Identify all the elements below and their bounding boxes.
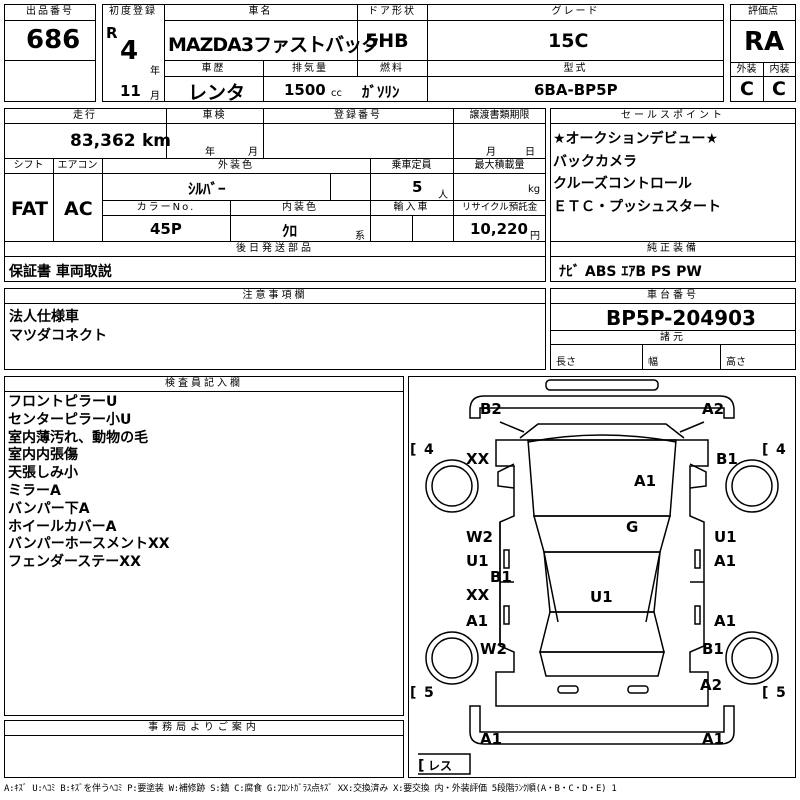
mark-bumper-l: A1 <box>480 730 502 748</box>
chassis-number: BP5P-204903 <box>606 306 756 330</box>
svg-text:[: [ <box>410 685 416 701</box>
svg-text:[: [ <box>762 442 768 458</box>
first-reg-label: 初度登録 <box>109 6 157 17</box>
door-type: 5HB <box>365 30 409 52</box>
history: レンタ <box>188 82 246 104</box>
svg-text:[: [ <box>410 442 416 458</box>
score-label: 評価点 <box>748 6 778 17</box>
lot-box <box>4 4 96 102</box>
fuel: ｶﾞｿﾘﾝ <box>362 83 400 101</box>
sales-points: ★オークションデビュー★ バックカメラ クルーズコントロール ＥＴＣ・プッシュス… <box>553 131 721 215</box>
chassis-box <box>550 288 796 370</box>
legend: A:ｷｽﾞ U:ﾍｺﾐ B:ｷｽﾞを伴うﾍｺﾐ P:要塗装 W:補修跡 S:錆 … <box>4 784 617 794</box>
mark-pillar: B1 <box>490 568 512 586</box>
rear-tyre-right-depth: 5 <box>776 685 786 701</box>
mark-door-rl-top: XX <box>466 586 490 604</box>
spare-tyre: レス <box>428 759 452 773</box>
mark-windshield: G <box>626 518 638 536</box>
front-tyre-left-depth: 4 <box>424 442 434 458</box>
fuel-label: 燃料 <box>380 63 404 74</box>
equipment: ﾅﾋﾞ ABS ｴｱB PS PW <box>559 264 702 280</box>
mark-tyre-rl: W2 <box>480 640 507 658</box>
door-label: ドア形状 <box>368 6 416 17</box>
svg-text:[: [ <box>418 758 424 774</box>
mark-rear-right: A2 <box>700 676 722 694</box>
mark-door-rl-bottom: A1 <box>466 612 488 630</box>
car-diagram: B2 A2 XX B1 A1 G W2 U1 U1 A1 B1 U1 XX A1… <box>410 379 786 775</box>
ext-grade: C <box>740 78 754 100</box>
mark-hood: A1 <box>634 472 656 490</box>
int-color: ｸﾛ <box>282 222 298 240</box>
mark-roof: U1 <box>590 588 613 606</box>
recycle-deposit: 10,220 <box>470 220 528 238</box>
model-label: 型式 <box>563 63 588 74</box>
displacement-label: 排気量 <box>292 63 328 74</box>
history-label: 車歴 <box>201 63 226 74</box>
grade: 15C <box>548 30 589 52</box>
caution-notes: 法人仕様車 マツダコネクト <box>9 309 107 344</box>
car-name: MAZDA3ファストバック <box>168 34 380 56</box>
score: RA <box>744 27 785 57</box>
later-parts: 保証書 車両取説 <box>9 264 112 280</box>
rear-tyre-left-depth: 5 <box>424 685 434 701</box>
inspector-box <box>4 376 404 716</box>
mark-door-fl-top: W2 <box>466 528 493 546</box>
mark-tyre-fr: B1 <box>716 450 738 468</box>
front-tyre-right-depth: 4 <box>776 442 786 458</box>
mark-tyre-rr: B1 <box>702 640 724 658</box>
displacement: 1500 <box>284 81 326 99</box>
capacity: 5 <box>412 178 423 196</box>
mark-door-fl-bottom: U1 <box>466 552 489 570</box>
lot-number: 686 <box>26 25 81 55</box>
lot-label: 出品番号 <box>26 6 74 17</box>
int-grade: C <box>772 78 786 100</box>
office-box <box>4 720 404 778</box>
grade-label: グレード <box>551 6 600 17</box>
aircon: AC <box>64 198 93 220</box>
mark-door-fr-top: U1 <box>714 528 737 546</box>
vehicle-info-box <box>102 4 724 102</box>
mark-bumper-r: A1 <box>702 730 724 748</box>
reg-month: 11 <box>120 82 141 100</box>
mark-door-fr-bottom: A1 <box>714 552 736 570</box>
inspector-notes: フロントピラーU センターピラー小U 室内薄汚れ、動物の毛 室内内張傷 天張しみ… <box>8 394 170 571</box>
mark-front-left: B2 <box>480 400 502 418</box>
mileage: 83,362 <box>70 131 136 151</box>
mark-front-right: A2 <box>702 400 724 418</box>
shift: FAT <box>11 198 48 220</box>
mark-door-rr: A1 <box>714 612 736 630</box>
caution-box <box>4 288 546 370</box>
model-code: 6BA-BP5P <box>534 81 618 99</box>
color-number: 45P <box>150 220 182 238</box>
car-name-label: 車名 <box>248 6 273 17</box>
mark-tyre-fl: XX <box>466 450 490 468</box>
reg-year: 4 <box>120 36 139 66</box>
sales-point-box <box>550 108 796 282</box>
svg-text:[: [ <box>762 685 768 701</box>
detail-box <box>4 108 546 282</box>
car-diagram-box <box>408 376 796 778</box>
ext-color: ｼﾙﾊﾞｰ <box>188 180 226 198</box>
era: R <box>106 24 118 42</box>
